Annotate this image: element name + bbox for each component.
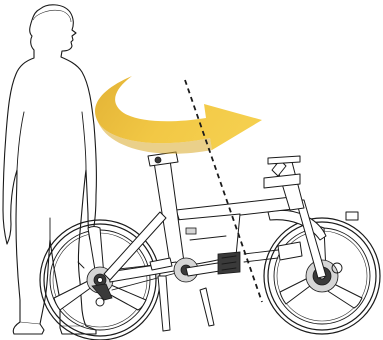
curved-rotation-arrow-icon — [95, 76, 262, 154]
kickstand — [158, 276, 214, 331]
